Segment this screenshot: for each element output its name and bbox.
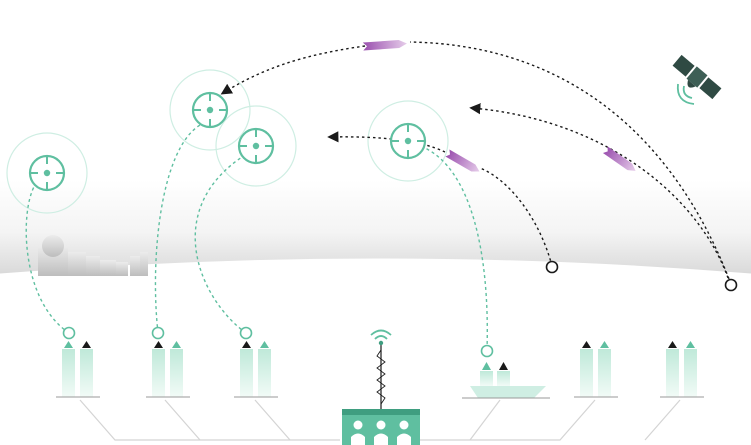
- missile-icon: [362, 40, 407, 51]
- ground-network: [79, 399, 681, 441]
- missile-launcher-icon: [574, 341, 618, 398]
- launch-points: [545, 260, 738, 292]
- launch-point: [724, 278, 738, 292]
- missile-icon: [602, 146, 636, 171]
- crosshair-target-icon: [191, 91, 229, 129]
- missile-launcher-icon: [146, 326, 190, 398]
- detection-rings: [6, 69, 449, 214]
- crosshair-target-icon: [389, 122, 427, 160]
- crosshair-target-icon: [237, 127, 275, 165]
- missile-launcher-icon: [660, 341, 704, 398]
- satellite-icon: [672, 54, 722, 100]
- city-skyline-icon: [38, 235, 148, 276]
- launch-point: [545, 260, 559, 274]
- interceptor-trajectories: [25, 124, 488, 351]
- missile-launcher-icon: [234, 326, 278, 398]
- radar-antenna-icon: [370, 329, 392, 410]
- missile-launcher-icon: [56, 326, 100, 398]
- command-center-icon: [342, 329, 420, 445]
- crosshair-target-icon: [28, 154, 66, 192]
- missile-icon: [445, 149, 480, 172]
- ship-icon: [462, 344, 550, 399]
- satellite-signal-icon: [676, 83, 695, 105]
